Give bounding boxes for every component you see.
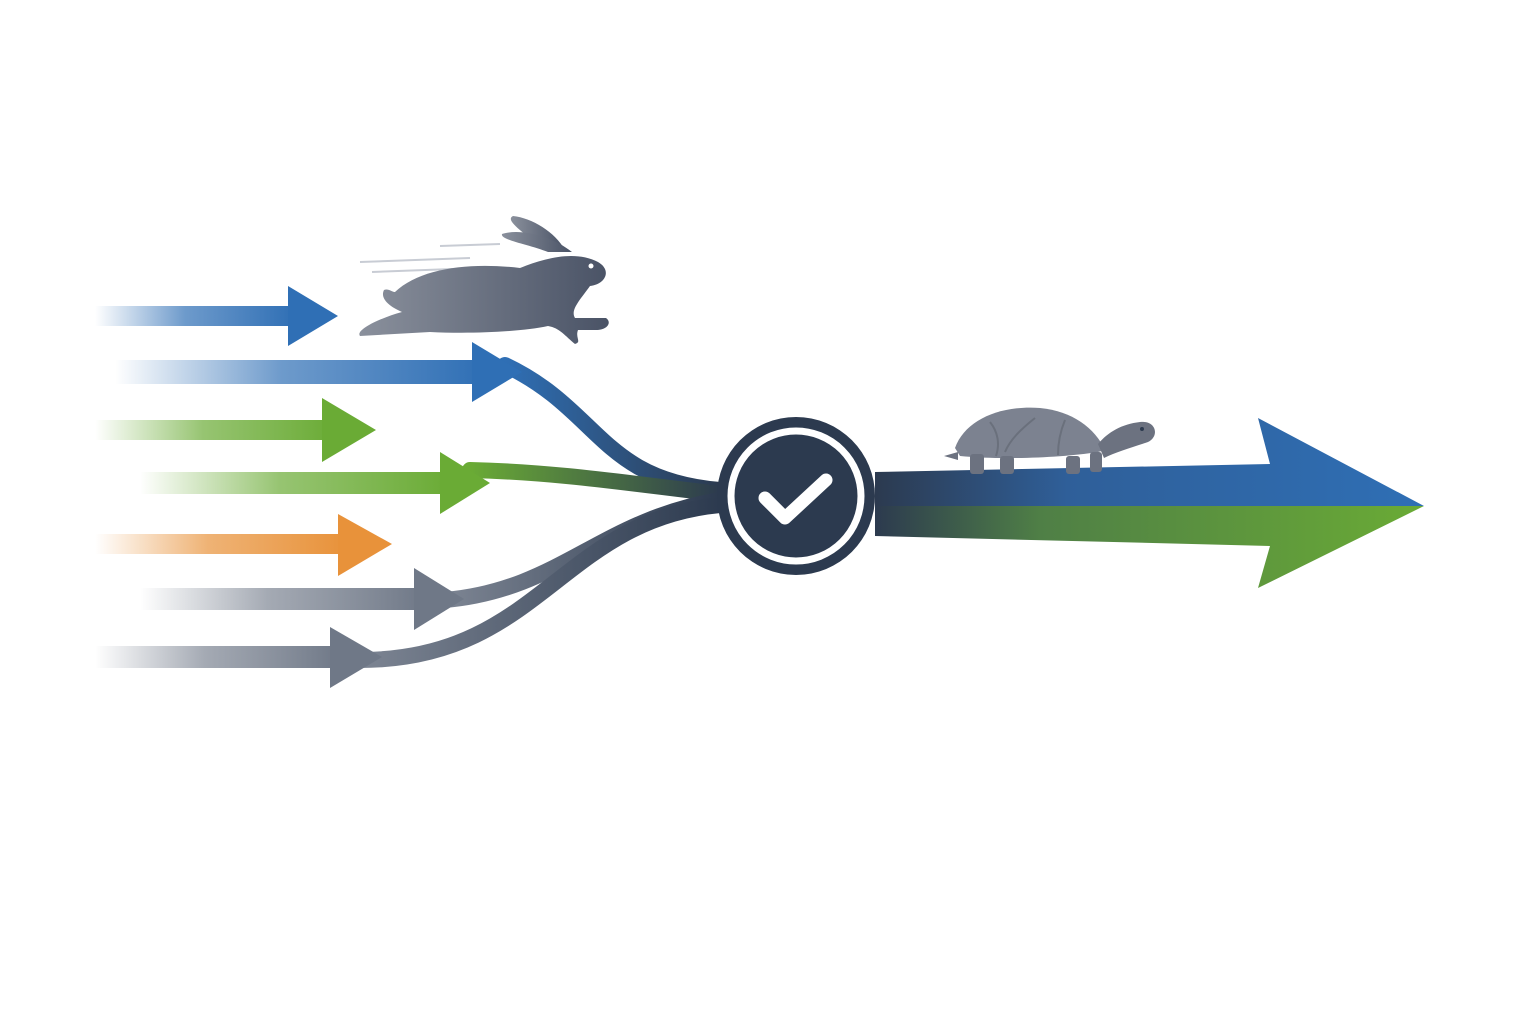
incoming-arrow-blue-2: [115, 342, 522, 402]
incoming-arrow-orange: [95, 514, 392, 576]
check-circle-icon: [758, 473, 833, 525]
merge-curve-green: [462, 462, 728, 502]
merge-curve-gray-2: [352, 497, 728, 668]
incoming-arrow-blue-1: [95, 286, 338, 346]
rabbit-icon: [359, 216, 609, 344]
turtle-icon: [944, 407, 1155, 474]
outgoing-arrow: [875, 418, 1424, 588]
outgoing-arrow-bottom: [875, 506, 1424, 588]
incoming-arrow-green-2: [140, 452, 490, 514]
incoming-arrow-gray-2: [95, 627, 382, 688]
incoming-arrows: [95, 286, 522, 688]
outgoing-arrow-top: [875, 418, 1424, 506]
incoming-arrow-gray-1: [140, 568, 464, 630]
incoming-arrow-green-1: [95, 398, 376, 462]
merge-curves: [352, 357, 728, 668]
hub: [717, 417, 875, 575]
